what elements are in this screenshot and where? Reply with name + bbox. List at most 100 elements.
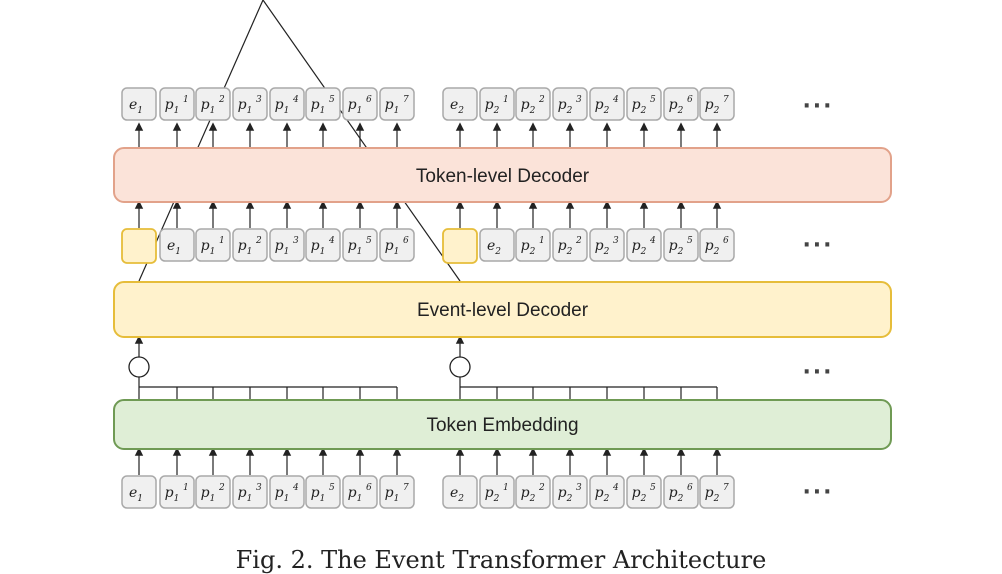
group-2-output-token-7-sup: 7 [723, 95, 729, 105]
token-embedding-block-label: Token Embedding [426, 415, 578, 436]
token-level-decoder-block-label: Token-level Decoder [416, 166, 590, 187]
group-1-output-token-2-sup: 2 [218, 95, 225, 105]
group-1-input-token-0-box [121, 475, 157, 509]
group-2-decoder-input-token-5: p2 [669, 238, 684, 257]
group-2-output-token-6-sup: 6 [687, 95, 693, 105]
group-1-decoder-input-token-4-box [305, 228, 341, 262]
group-1-decoder-input-token-3-sup: 3 [293, 236, 299, 246]
group-1-input-token-6-sup: 6 [366, 483, 372, 493]
group-1-input-token-3-sup: 3 [256, 483, 262, 493]
group-1-input-token-2: p1 [201, 485, 216, 504]
group-1-output-token-3: p1 [238, 97, 253, 116]
group-2-decoder-input-token-6-box [699, 228, 735, 262]
group-2-output-token-2-sup: 2 [538, 95, 545, 105]
group-1-output-token-4-sup: 4 [292, 95, 299, 105]
group-1-output-token-6-sup: 6 [366, 95, 372, 105]
group-1-decoder-input-token-0-box [159, 228, 195, 262]
group-2-input-token-2-sup: 2 [538, 483, 545, 493]
group-2-decoder-input-token-0-box [479, 228, 515, 262]
group-2-decoder-input-token-3-sup: 3 [613, 236, 619, 246]
group-2-input-token-2: p2 [521, 485, 536, 504]
group-1-output-token-5-box [305, 87, 341, 121]
group-1-output-token-7: p1 [385, 97, 400, 116]
group-2-input-token-5-sup: 5 [650, 483, 656, 493]
group-1-input-token-6-box [342, 475, 378, 509]
group-2-decoder-input-token-5-sup: 5 [687, 236, 693, 246]
group-1-input-token-4-sup: 4 [292, 483, 299, 493]
group-2-output-token-3-box [552, 87, 588, 121]
group-2-output-token-6: p2 [669, 97, 684, 116]
group-1-decoder-input-token-6-sup: 6 [403, 236, 409, 246]
group-2-output-token-7: p2 [705, 97, 720, 116]
group-2-input-token-1: p2 [485, 485, 500, 504]
group-1-input-token-4-box [269, 475, 305, 509]
group-1-output-token-1: p1 [165, 97, 180, 116]
group-2-sum-node [449, 356, 471, 378]
group-1-decoder-input-token-1: p1 [201, 238, 216, 257]
group-1-input-token-7-sup: 7 [403, 483, 409, 493]
event-level-decoder-block-label: Event-level Decoder [417, 300, 589, 321]
group-2-input-token-2-box [515, 475, 551, 509]
group-1-output-token-0-box [121, 87, 157, 121]
group-2-input-token-4: p2 [595, 485, 610, 504]
group-2-decoder-input-token-0: e2 [487, 238, 501, 257]
group-2-input-token-0-box [442, 475, 478, 509]
group-2-decoder-input-token-6-sup: 6 [723, 236, 729, 246]
figure-caption: Fig. 2. The Event Transformer Architectu… [235, 546, 767, 574]
group-1-output-token-3-sup: 3 [256, 95, 262, 105]
group-1-output-token-2: p1 [201, 97, 216, 116]
group-1-output-token-1-box [159, 87, 195, 121]
group-2-input-token-4-box [589, 475, 625, 509]
group-1-decoder-input-token-5-box [342, 228, 378, 262]
token-level-decoder-block [113, 147, 892, 203]
group-1-sum-node [128, 356, 150, 378]
group-2-output-token-5-box [626, 87, 662, 121]
group-2-event-hidden-state [442, 228, 478, 264]
group-1-input-token-1-sup: 1 [183, 483, 189, 493]
group-2-decoder-input-token-4-sup: 4 [649, 236, 656, 246]
group-2-input-token-6: p2 [669, 485, 684, 504]
group-2-decoder-input-token-5-box [663, 228, 699, 262]
group-1-decoder-input-token-2-sup: 2 [255, 236, 262, 246]
group-2-output-token-4-sup: 4 [612, 95, 619, 105]
group-2-decoder-input-token-3-box [589, 228, 625, 262]
group-2-output-token-1: p2 [485, 97, 500, 116]
tokens-layer [121, 87, 735, 509]
group-2-decoder-input-token-2: p2 [558, 238, 573, 257]
group-1-output-token-5-sup: 5 [329, 95, 335, 105]
group-1-output-token-4: p1 [275, 97, 290, 116]
group-2-input-token-7: p2 [705, 485, 720, 504]
group-1-output-token-6: p1 [348, 97, 363, 116]
group-1-decoder-input-token-6-box [379, 228, 415, 262]
group-2-decoder-input-token-1-box [515, 228, 551, 262]
group-1-decoder-input-token-5-sup: 5 [366, 236, 372, 246]
group-1-output-token-1-sup: 1 [183, 95, 189, 105]
group-2-output-token-0: e2 [450, 97, 464, 116]
ellipsis-2: ··· [802, 360, 833, 385]
group-2-output-token-1-box [479, 87, 515, 121]
group-2-input-token-3: p2 [558, 485, 573, 504]
group-1-output-token-5: p1 [311, 97, 326, 116]
group-1-input-token-5-box [305, 475, 341, 509]
group-1-input-token-7: p1 [385, 485, 400, 504]
event-level-decoder-block [113, 281, 892, 338]
group-1-output-token-3-box [232, 87, 268, 121]
group-2-output-token-2-box [515, 87, 551, 121]
group-2-input-token-7-box [699, 475, 735, 509]
group-2-output-token-5-sup: 5 [650, 95, 656, 105]
group-2-input-token-6-box [663, 475, 699, 509]
group-1-output-token-4-box [269, 87, 305, 121]
group-1-decoder-input-token-6: p1 [385, 238, 400, 257]
group-2-output-token-4-box [589, 87, 625, 121]
group-2-decoder-input-token-4-box [626, 228, 662, 262]
group-2-output-token-2: p2 [521, 97, 536, 116]
group-1-input-token-6: p1 [348, 485, 363, 504]
group-1-decoder-input-token-5: p1 [348, 238, 363, 257]
group-2-input-token-6-sup: 6 [687, 483, 693, 493]
group-1-input-token-4: p1 [275, 485, 290, 504]
group-1-output-token-7-sup: 7 [403, 95, 409, 105]
group-2-output-token-5: p2 [632, 97, 647, 116]
group-2-decoder-input-token-2-sup: 2 [575, 236, 582, 246]
group-1-decoder-input-token-3-box [269, 228, 305, 262]
group-1-output-token-2-box [195, 87, 231, 121]
